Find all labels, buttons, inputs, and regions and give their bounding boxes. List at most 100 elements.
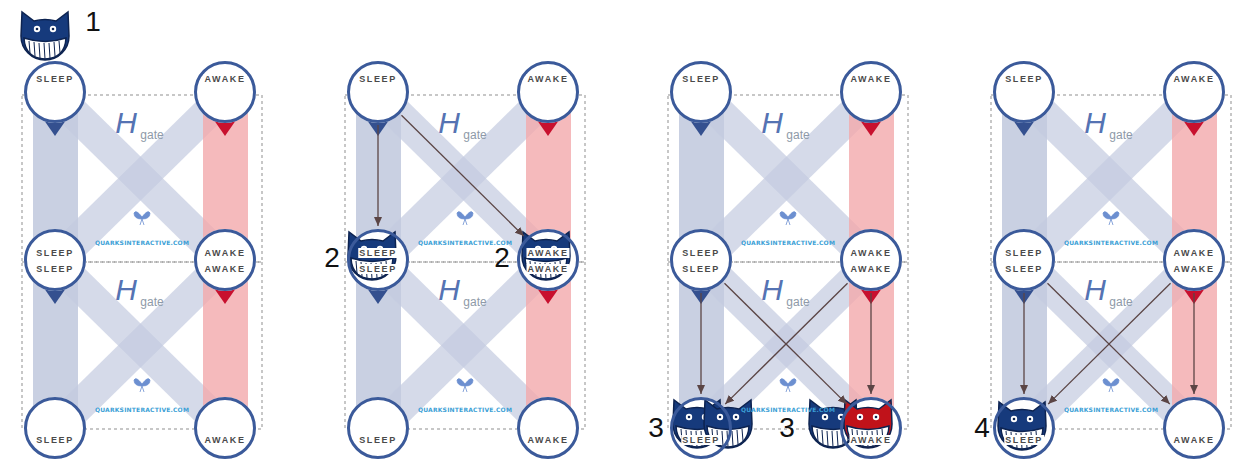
state-ring: [842, 63, 901, 122]
state-ring: [194, 397, 256, 459]
state-ring: [517, 229, 579, 291]
gate-symbol: H: [761, 108, 783, 138]
state-label: SLEEP: [1004, 435, 1044, 445]
state-label: AWAKE: [1172, 248, 1215, 258]
state-ring: [995, 399, 1054, 458]
state-ring: [840, 229, 902, 291]
state-circle: SLEEP: [347, 397, 409, 459]
state-ring: [1163, 229, 1225, 291]
state-pins: [347, 61, 579, 459]
state-label: AWAKE: [526, 264, 569, 274]
watermark: QUARKSINTERACTIVE.COM: [1064, 240, 1158, 246]
state-label: AWAKE: [849, 74, 892, 84]
callout-number: 2: [324, 244, 340, 272]
state-ring: [993, 229, 1055, 291]
state-ring: [1165, 399, 1224, 458]
callout-number: 3: [648, 414, 664, 442]
state-pins: [670, 61, 902, 459]
gate-subscript: gate: [1109, 129, 1132, 141]
state-circle: AWAKE: [840, 397, 902, 459]
state-circle: SLEEP: [993, 61, 1055, 123]
watermark: QUARKSINTERACTIVE.COM: [741, 407, 835, 413]
state-ring: [993, 397, 1055, 459]
state-label: SLEEP: [681, 74, 721, 84]
state-ring: [24, 397, 86, 459]
transition-arrow: [870, 293, 871, 394]
watermark: QUARKSINTERACTIVE.COM: [95, 407, 189, 413]
state-ring: [519, 231, 578, 290]
state-circle: AWAKE: [517, 61, 579, 123]
gate-symbol: H: [1084, 275, 1106, 305]
state-circle: SLEEPSLEEP: [993, 229, 1055, 291]
watermark: QUARKSINTERACTIVE.COM: [418, 407, 512, 413]
state-ring: [993, 61, 1055, 123]
state-circle: SLEEP: [24, 397, 86, 459]
gate-subscript: gate: [1109, 296, 1132, 308]
state-label: AWAKE: [526, 74, 569, 84]
state-label: AWAKE: [1172, 264, 1215, 274]
state-label: AWAKE: [203, 74, 246, 84]
state-ring: [347, 229, 409, 291]
state-circle: AWAKE AWAKE: [517, 229, 579, 291]
state-ring: [840, 61, 902, 123]
state-label: AWAKE: [203, 435, 246, 445]
state-ring: [26, 63, 85, 122]
gate-subscript: gate: [463, 296, 486, 308]
state-ring: [519, 399, 578, 458]
state-ring: [672, 63, 731, 122]
transition-arrow: [401, 115, 523, 236]
state-ring: [347, 61, 409, 123]
watermark: QUARKSINTERACTIVE.COM: [1064, 407, 1158, 413]
gate-symbol: H: [1084, 108, 1106, 138]
callout-number: 3: [779, 414, 795, 442]
transition-arrow: [724, 283, 846, 404]
gate-symbol: H: [115, 275, 137, 305]
state-label: SLEEP: [681, 264, 721, 274]
state-ring: [194, 229, 256, 291]
transition-arrow: [700, 293, 701, 394]
state-ring: [24, 229, 86, 291]
transition-arrow: [1193, 293, 1194, 394]
state-label: AWAKE: [203, 264, 246, 274]
state-ring: [349, 63, 408, 122]
gate-symbol: H: [115, 108, 137, 138]
gate-subscript: gate: [463, 129, 486, 141]
state-ring: [196, 63, 255, 122]
state-ring: [347, 397, 409, 459]
gate-subscript: gate: [786, 129, 809, 141]
state-label: AWAKE: [526, 435, 569, 445]
state-circle: SLEEPSLEEP: [670, 229, 732, 291]
state-circle: AWAKE AWAKE: [1163, 229, 1225, 291]
state-ring: [1165, 63, 1224, 122]
transition-arrow: [1048, 283, 1170, 404]
state-circle: SLEEP: [670, 397, 732, 459]
state-circle: SLEEPSLEEP: [347, 229, 409, 291]
state-label: SLEEP: [35, 74, 75, 84]
transition-arrow: [377, 125, 378, 226]
state-ring: [840, 397, 902, 459]
state-circle: AWAKE: [194, 61, 256, 123]
state-label: SLEEP: [35, 435, 75, 445]
state-ring: [517, 397, 579, 459]
state-ring: [194, 61, 256, 123]
state-pins: [993, 61, 1225, 459]
state-label: AWAKE: [849, 264, 892, 274]
state-ring: [349, 231, 408, 290]
gate-subscript: gate: [140, 129, 163, 141]
state-circle: AWAKE: [1163, 61, 1225, 123]
state-label: SLEEP: [1004, 264, 1044, 274]
gate-subscript: gate: [786, 296, 809, 308]
state-label: SLEEP: [358, 74, 398, 84]
state-label: AWAKE: [526, 248, 569, 258]
state-label: AWAKE: [849, 435, 892, 445]
state-ring: [196, 399, 255, 458]
transition-arrow: [725, 283, 847, 404]
state-circle: AWAKEAWAKE: [840, 229, 902, 291]
state-ring: [24, 61, 86, 123]
gate-symbol: H: [761, 275, 783, 305]
state-ring: [26, 231, 85, 290]
quark-creature: [998, 402, 1046, 450]
